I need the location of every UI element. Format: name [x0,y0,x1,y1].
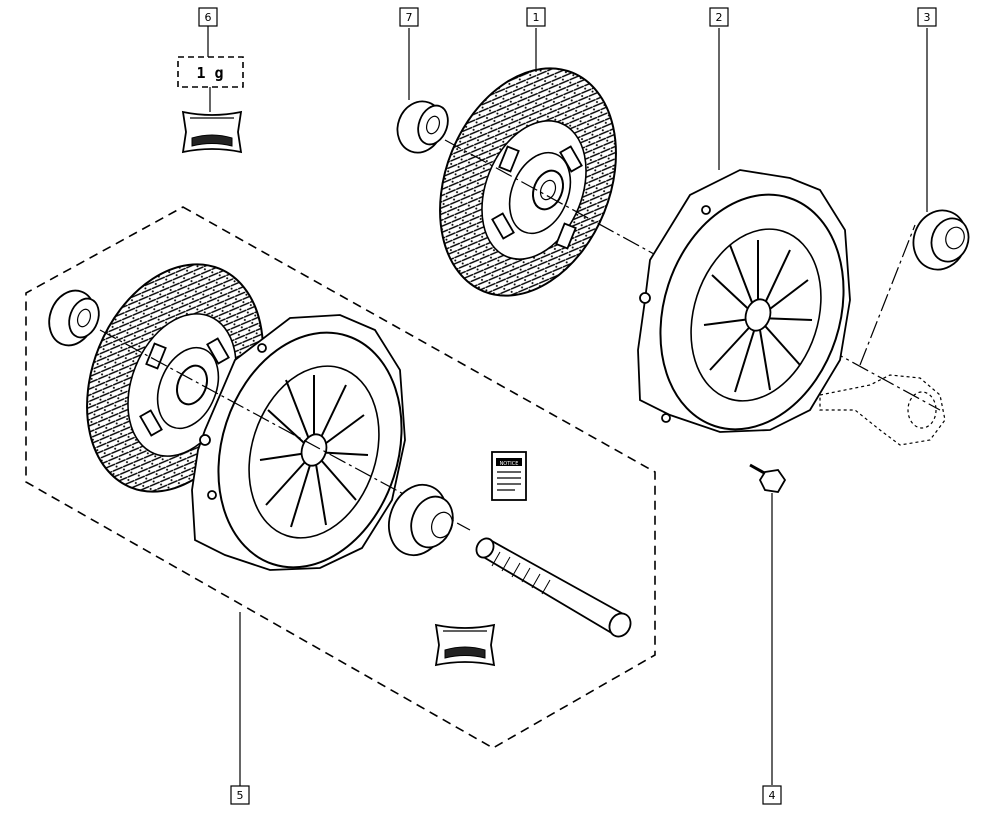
svg-text:6: 6 [205,11,212,24]
kit-grease-sachet [434,623,496,667]
kit-guide-sleeve [475,537,632,638]
bolt [749,463,787,785]
grease-sachet: 1 g [177,56,244,154]
axis-line-top [444,139,941,411]
svg-text:4: 4 [769,789,776,802]
callout-5: 5 [230,785,250,805]
callout-4: 4 [762,785,782,805]
release-fork [819,224,946,446]
callout-2: 2 [709,7,729,27]
pilot-bearing [396,28,449,154]
callout-1: 1 [526,7,546,27]
kit-release-bearing [388,483,454,557]
release-bearing [912,28,970,271]
callout-6: 6 [198,7,218,57]
kit-outline [25,206,656,749]
svg-text:2: 2 [716,11,723,24]
svg-text:7: 7 [406,11,413,24]
clutch-disc [439,28,617,297]
kit-pressure-plate [191,314,406,571]
callout-3: 3 [917,7,937,27]
svg-text:5: 5 [237,789,244,802]
quantity-label: 1 g [196,64,223,82]
leaflet-title: NOTICE [500,461,519,467]
quantity-box [177,56,244,88]
svg-text:1: 1 [533,11,540,24]
kit-pilot-bearing [48,289,100,347]
svg-text:3: 3 [924,11,931,24]
pressure-plate [637,28,851,433]
kit-instruction-leaflet: NOTICE [491,451,527,501]
callout-7: 7 [399,7,419,27]
